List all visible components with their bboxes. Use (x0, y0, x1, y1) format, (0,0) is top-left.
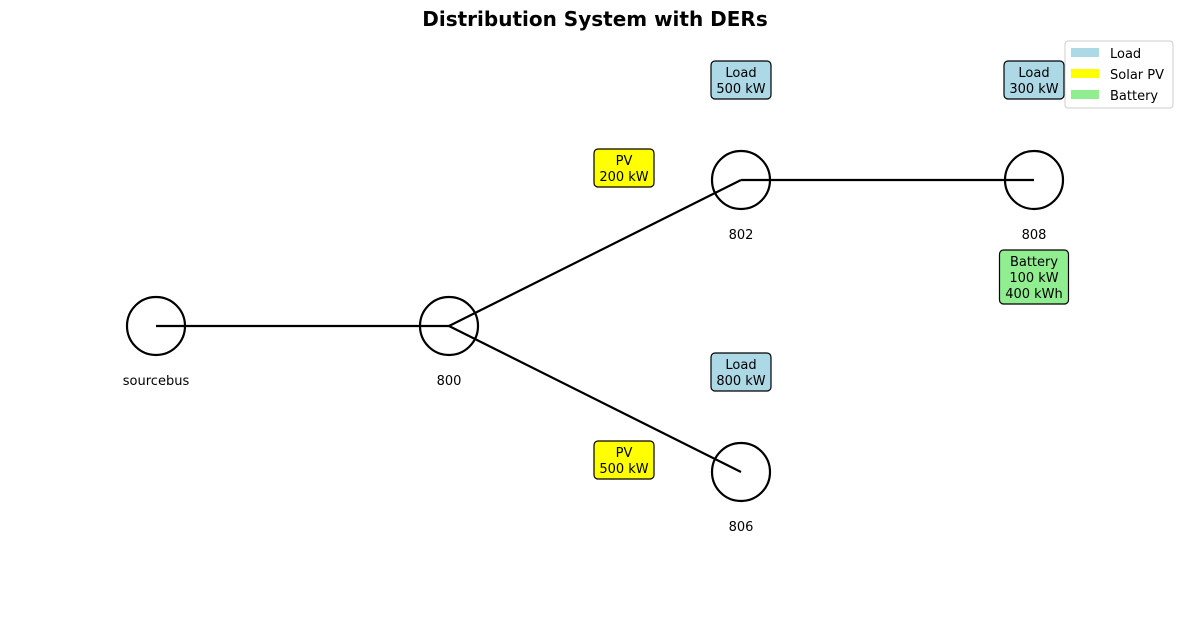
load-box (710, 352, 772, 392)
annotation-text: PV (616, 446, 633, 461)
annotation-text: Load (1018, 66, 1049, 81)
legend-label-load: Load (1110, 47, 1141, 62)
bus-label: sourcebus (123, 374, 190, 389)
load-box (710, 60, 772, 100)
annotation-text: 100 kW (1009, 271, 1058, 286)
pv-box (593, 148, 655, 188)
line-800-802 (448, 179, 742, 327)
bus-node-800: 800 (418, 295, 480, 389)
bus-node-808: 808 (1003, 149, 1065, 243)
bus-label: 806 (729, 520, 754, 535)
annotation-text: PV (616, 154, 633, 169)
legend-swatch-battery (1071, 90, 1099, 99)
bus-label: 808 (1022, 228, 1047, 243)
annotation-text: 300 kW (1009, 82, 1058, 97)
annotation-text: 500 kW (716, 82, 765, 97)
annotation-text: 800 kW (716, 374, 765, 389)
load-box (1003, 60, 1065, 100)
battery-box (998, 249, 1070, 305)
bus-label: 800 (437, 374, 462, 389)
legend-label-battery: Battery (1110, 89, 1158, 104)
annotation-text: Battery (1010, 255, 1058, 270)
bus-node-802: 802 (710, 149, 772, 243)
legend-label-pv: Solar PV (1110, 68, 1164, 83)
bus-node-sourcebus: sourcebus (123, 295, 190, 389)
legend-swatch-pv (1071, 69, 1099, 78)
annotation-text: Load (725, 358, 756, 373)
legend-swatch-load (1071, 48, 1099, 57)
annotation-text: Load (725, 66, 756, 81)
diagram-title: Distribution System with DERs (422, 7, 768, 31)
line-800-806 (448, 325, 742, 473)
bus-label: 802 (729, 228, 754, 243)
annotation-text: 200 kW (599, 170, 648, 185)
annotation-text: 500 kW (599, 462, 648, 477)
bus-node-806: 806 (710, 441, 772, 535)
pv-box (593, 440, 655, 480)
annotation-text: 400 kWh (1005, 287, 1063, 302)
bus-circle (710, 441, 772, 503)
